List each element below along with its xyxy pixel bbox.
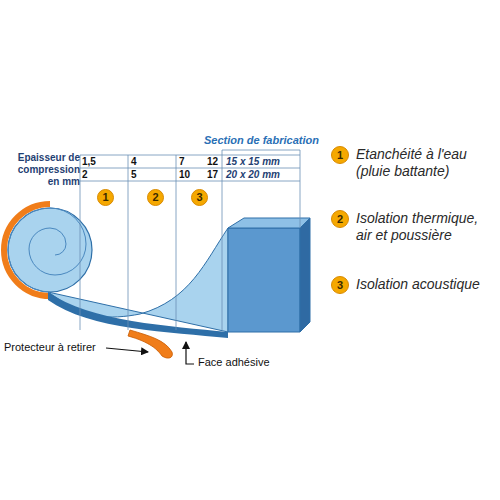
callout-circle: 1 bbox=[97, 189, 114, 206]
callout-circle: 3 bbox=[191, 189, 208, 206]
callout-number: 2 bbox=[152, 192, 158, 203]
adhesive-face bbox=[48, 292, 228, 338]
protector-leader bbox=[106, 348, 148, 352]
table-label: 12 bbox=[207, 157, 218, 167]
table-label: 5 bbox=[131, 170, 137, 180]
table-label: 10 bbox=[179, 170, 190, 180]
callout-number: 1 bbox=[337, 150, 343, 161]
callout-circle: 3Isolation acoustique bbox=[331, 276, 349, 294]
legend-description: Isolation acoustique bbox=[356, 276, 496, 293]
callout-circle: 1Etanchéité à l'eau (pluie battante) bbox=[331, 146, 349, 164]
roll-spiral bbox=[8, 208, 86, 292]
table-lines bbox=[80, 150, 300, 330]
table-label: Section de fabrication bbox=[204, 135, 319, 146]
tape-roll bbox=[8, 208, 92, 292]
callout-number: 1 bbox=[102, 192, 108, 203]
block-top bbox=[228, 218, 310, 228]
section-block bbox=[228, 228, 300, 332]
table-label: 4 bbox=[131, 157, 137, 167]
table-label: 1,5 bbox=[82, 157, 96, 167]
table-label: 7 bbox=[179, 157, 185, 167]
protector-curl bbox=[128, 330, 172, 358]
callout-number: 3 bbox=[196, 192, 202, 203]
table-label: 2 bbox=[82, 170, 88, 180]
legend-description: Isolation thermique, air et poussière bbox=[356, 210, 496, 244]
callout-number: 3 bbox=[337, 280, 343, 291]
adhesive-leader bbox=[186, 342, 194, 364]
block-side bbox=[300, 218, 310, 332]
table-label: 20 x 20 mm bbox=[226, 170, 280, 180]
callout-circle: 2Isolation thermique, air et poussière bbox=[331, 210, 349, 228]
table-label: Epaisseur de compression en mm bbox=[4, 152, 80, 188]
callout-number: 2 bbox=[337, 214, 343, 225]
legend-description: Etanchéité à l'eau (pluie battante) bbox=[356, 146, 496, 180]
table-label: 17 bbox=[207, 170, 218, 180]
table-label: 15 x 15 mm bbox=[226, 157, 280, 167]
callout-circle: 2 bbox=[147, 189, 164, 206]
table-label: Face adhésive bbox=[198, 357, 270, 368]
table-label: Protecteur à retirer bbox=[4, 342, 96, 353]
